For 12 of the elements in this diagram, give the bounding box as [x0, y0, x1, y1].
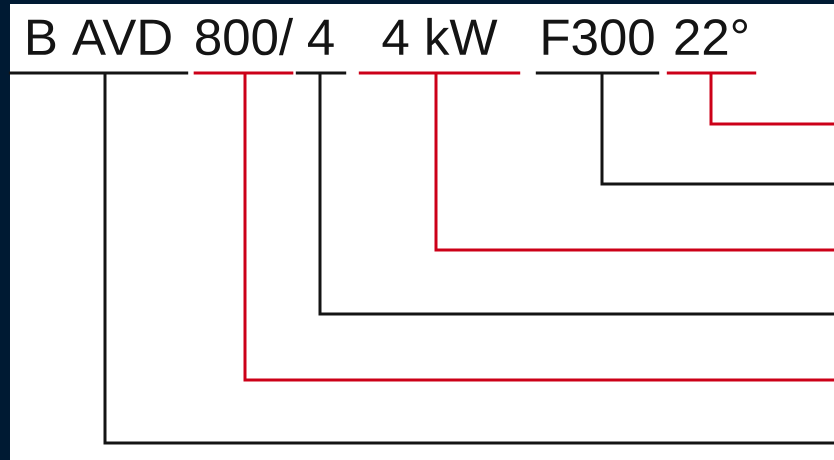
- leader-line: [244, 73, 834, 382]
- code-segment: B AVD: [8, 20, 188, 74]
- code-segment: F300: [536, 19, 660, 74]
- leader-line: [318, 73, 834, 316]
- leader-line: [710, 73, 834, 126]
- code-segment: 22°: [666, 19, 756, 74]
- code-segment: 4: [296, 20, 346, 74]
- leader-line: [104, 73, 834, 444]
- leader-line: [434, 73, 834, 252]
- leader-line: [600, 73, 834, 186]
- code-segment: 800/: [194, 18, 294, 74]
- code-segment: 4 kW: [358, 18, 520, 74]
